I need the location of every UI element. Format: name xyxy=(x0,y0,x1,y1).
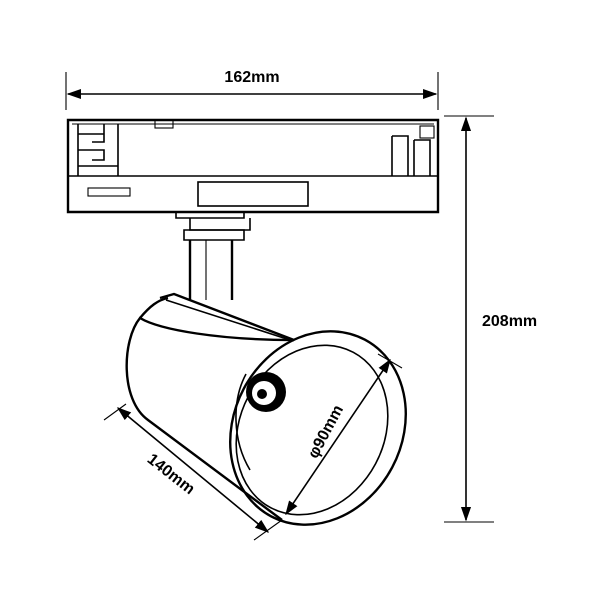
length-dimension: 140mm xyxy=(103,403,283,541)
adapter-base-step xyxy=(175,212,245,219)
height-dimension: 208mm xyxy=(444,115,537,523)
track-adapter xyxy=(66,118,440,219)
diameter-dimension: φ90mm xyxy=(285,353,403,516)
led-chip xyxy=(257,389,267,399)
right-tab xyxy=(419,125,435,139)
length-dimension-line xyxy=(116,407,270,533)
left-contact-fingers xyxy=(77,124,119,176)
height-label: 208mm xyxy=(482,313,537,330)
length-extension-back xyxy=(103,403,127,421)
led-lens xyxy=(246,372,286,412)
adapter-outline xyxy=(66,118,440,214)
front-rim xyxy=(229,330,407,526)
neck-collar xyxy=(189,218,251,231)
neck-body xyxy=(188,240,234,300)
diameter-dimension-line xyxy=(285,358,391,516)
lamp-back-cap xyxy=(139,296,169,319)
right-contacts xyxy=(391,135,431,176)
neck-ring xyxy=(183,229,245,241)
neck-stem xyxy=(183,218,251,300)
lamp-top-ridge xyxy=(165,299,291,341)
length-label: 140mm xyxy=(144,451,198,498)
diameter-extension-top xyxy=(377,353,403,369)
width-label: 162mm xyxy=(224,69,279,86)
left-slot xyxy=(87,187,131,197)
top-notch xyxy=(154,119,174,129)
width-dimension: 162mm xyxy=(65,69,439,110)
label-plate xyxy=(197,181,309,207)
lamp-body xyxy=(125,292,407,526)
